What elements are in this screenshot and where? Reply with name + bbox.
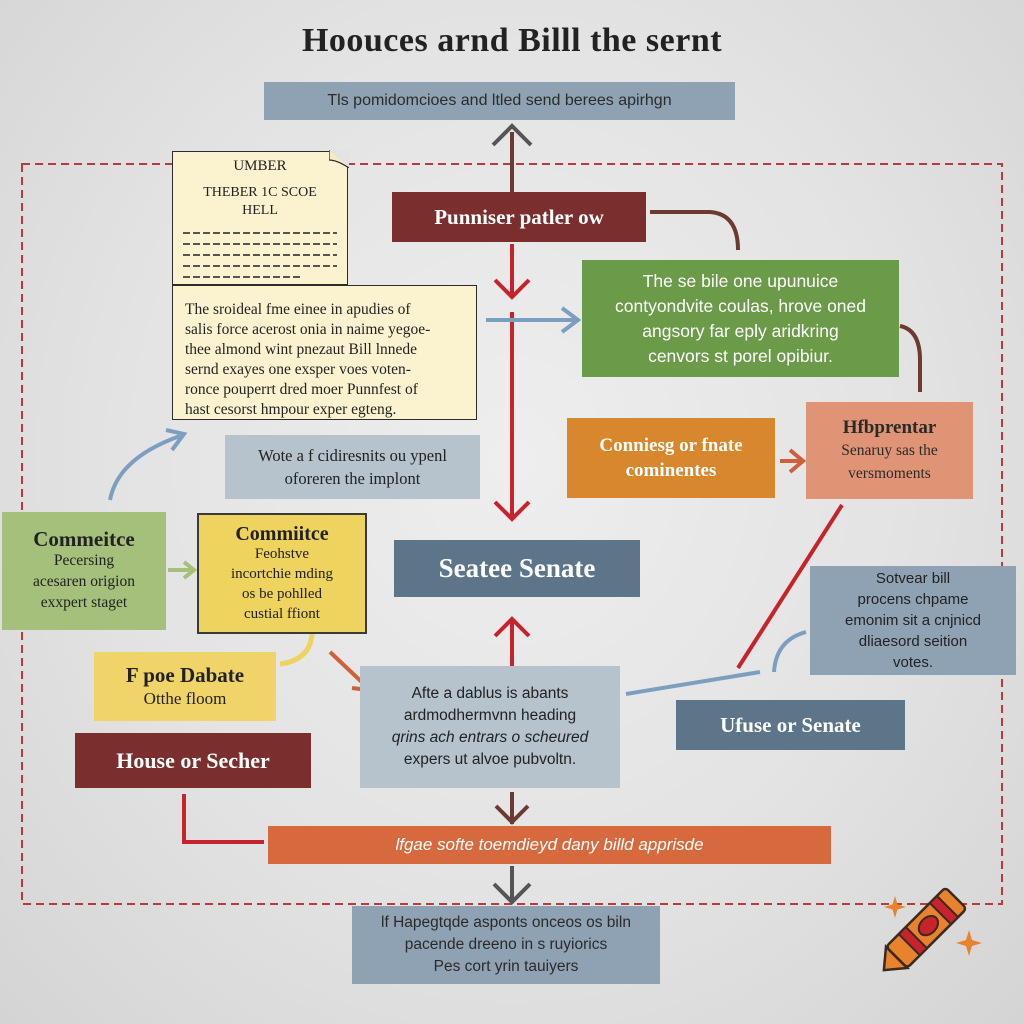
blue-box-line: dliaesord seition — [858, 633, 968, 650]
connector-salmon-ufuse — [736, 503, 844, 670]
vote-box: Wote a f cidiresnits ou ypenl oforeren t… — [225, 435, 480, 499]
subtitle-banner: Tls pomidomcioes and ltled send berees a… — [264, 82, 735, 120]
arrow-curve-doc — [165, 428, 188, 452]
bill-title-line: HELL — [242, 203, 278, 218]
salmon-line: versmoments — [848, 465, 931, 482]
committee-yellow-line: os be pohlled — [242, 585, 322, 602]
ufuse-senate-box: Ufuse or Senate — [676, 700, 905, 750]
doc-line: salis force acerost onia in naime yegoe- — [185, 321, 431, 338]
connector-green-salmon — [899, 324, 922, 392]
vote-line: oforeren the implont — [284, 469, 421, 488]
text-line — [183, 232, 337, 234]
doc-line: sernd exayes one exsper voes voten- — [185, 361, 411, 378]
after-box: Afte a dablus is abants ardmodhermvnn he… — [360, 666, 620, 788]
after-line: ardmodhermvnn heading — [403, 707, 577, 724]
bill-title-line: THEBER 1C SCOE — [203, 185, 317, 200]
bill-document: UMBER THEBER 1C SCOE HELL — [172, 150, 349, 285]
doc-line: thee almond wint pnezaut Bill lnnede — [185, 341, 418, 358]
vote-line: Wote a f cidiresnits ou ypenl — [258, 446, 447, 465]
doc-line: ronce pouperrt dred moer Punnfest of — [185, 381, 418, 398]
connector-blue-after — [772, 630, 807, 673]
after-line: qrins ach entrars o scheured — [391, 729, 589, 746]
debate-box: F poe Dabate Otthe floom — [94, 652, 276, 721]
debate-sub: Otthe floom — [143, 688, 227, 708]
final-line: Pes cort yrin tauiyers — [433, 958, 579, 975]
blue-box-line: procens chpame — [857, 591, 969, 608]
document-text-box: The sroideal fme einee in apudies of sal… — [172, 285, 477, 420]
committee-left-heading: Commeitce — [33, 527, 135, 551]
orange-line: Conniesg or fnate — [599, 435, 743, 456]
blue-box-line: votes. — [892, 654, 934, 671]
blue-box-line: Sotvear bill — [875, 570, 951, 587]
final-box: lf Hapegtqde asponts onceos os biln pace… — [352, 906, 660, 984]
doc-line: The sroideal fme einee in apudies of — [185, 301, 411, 318]
final-line: pacende dreeno in s ruyiorics — [404, 936, 608, 953]
final-line: lf Hapegtqde asponts onceos os biln — [381, 914, 631, 931]
arrow-right-green — [560, 306, 582, 334]
text-line — [183, 276, 303, 278]
committee-yellow-line: incortchie mding — [230, 565, 334, 582]
connector-publisher-green — [650, 210, 740, 251]
arrow-down-final — [492, 882, 532, 905]
connector-committee-doc — [108, 434, 181, 501]
arrow-down-senate — [493, 500, 531, 522]
blue-info-box: Sotvear bill procens chpame emonim sit a… — [810, 566, 1016, 675]
page-fold-icon — [329, 150, 349, 168]
committee-left-line: acesaren origion — [33, 573, 135, 590]
salmon-box: Hfbprentar Senaruy sas the versmoments — [806, 402, 973, 499]
senate-box: Seatee Senate — [394, 540, 640, 597]
green-process-box: The se bile one upunuice contyondvite co… — [582, 260, 899, 377]
arrow-down-mid — [493, 278, 531, 300]
committee-yellow-line: Feohstve — [254, 545, 310, 562]
page-title: Hoouces arnd Billl the sernt — [301, 22, 723, 59]
arrow-right-yellow — [182, 560, 198, 580]
committee-left-box: Commeitce Pecersing acesaren origion exx… — [2, 512, 166, 630]
salmon-line: Senaruy sas the — [841, 442, 938, 459]
bill-document-header: UMBER — [233, 158, 287, 174]
after-line: expers ut alvoe pubvoltn. — [403, 751, 577, 768]
arrow-down-bottom — [494, 804, 530, 825]
green-box-line: contyondvite coulas, hrove oned — [615, 295, 866, 316]
bill-document-title: THEBER 1C SCOE HELL — [173, 184, 347, 220]
text-line — [183, 265, 337, 267]
green-box-line: angsory far eply aridkring — [642, 320, 839, 341]
sparkle-icon — [956, 930, 982, 956]
doc-line: hast cesorst hmpour exper egteng. — [185, 401, 397, 418]
debate-heading: F poe Dabate — [125, 662, 245, 687]
text-line — [183, 243, 337, 245]
salmon-heading: Hfbprentar — [842, 417, 937, 438]
committee-yellow-box: Commiitce Feohstve incortchie mding os b… — [197, 513, 367, 634]
committee-yellow-heading: Commiitce — [235, 522, 329, 545]
orange-line: cominentes — [625, 460, 717, 481]
arrow-up-senate — [493, 616, 531, 638]
committee-left-line: Pecersing — [53, 552, 115, 569]
committee-yellow-line: custial ffiont — [244, 605, 320, 622]
arrow-up-top — [491, 123, 533, 147]
bottom-bar: lfgae softe toemdieyd dany billd apprisd… — [268, 826, 831, 864]
blue-box-line: emonim sit a cnjnicd — [845, 612, 981, 629]
house-box: House or Secher — [75, 733, 311, 788]
publisher-box: Punniser patler ow — [392, 192, 646, 242]
green-box-line: cenvors st porel opibiur. — [648, 345, 833, 366]
crayon-icon — [882, 887, 967, 972]
green-box-line: The se bile one upunuice — [642, 270, 839, 291]
committee-left-line: exxpert staget — [40, 594, 128, 611]
connector-yellow-debate — [279, 633, 315, 667]
arrow-right-salmon — [788, 448, 807, 474]
sparkle-icon — [884, 896, 906, 918]
connector-ufuse-after — [625, 670, 761, 696]
after-line: Afte a dablus is abants — [411, 685, 569, 702]
committee-orange-box: Conniesg or fnate cominentes — [567, 418, 775, 498]
text-line — [183, 254, 337, 256]
connector-house-bottom — [182, 794, 264, 844]
